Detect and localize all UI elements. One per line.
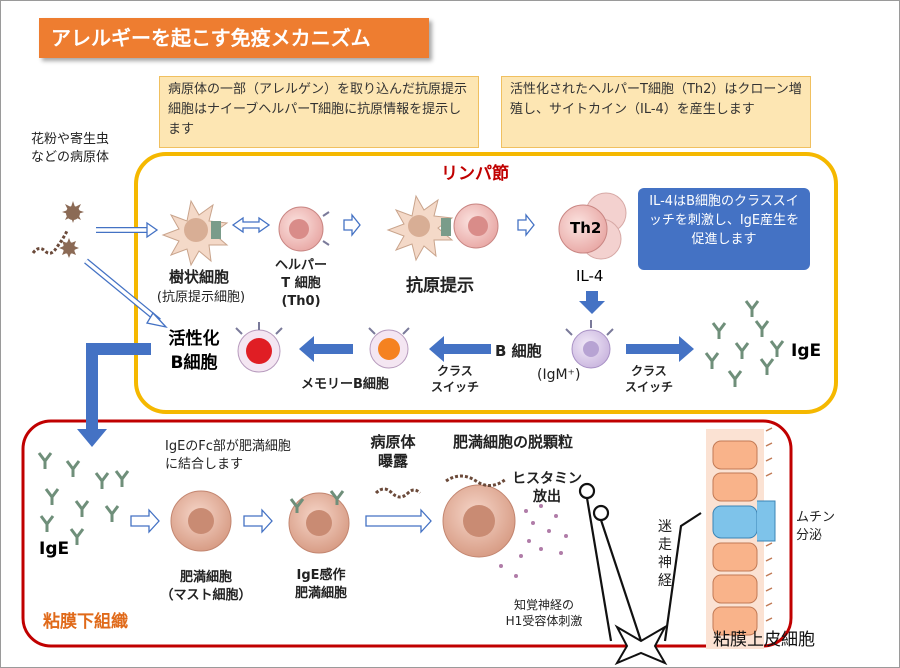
mast-cell-label-2: （マスト細胞） — [160, 588, 252, 603]
mucin-label-2: 分泌 — [796, 528, 823, 543]
th2-label: Th2 — [570, 219, 602, 237]
class-switch-left-2: スイッチ — [431, 380, 480, 394]
mast-cell-icon — [170, 490, 232, 552]
ige-lymph-label: IgE — [791, 341, 822, 361]
th2-clone-cluster-icon — [558, 192, 627, 260]
ige-antibodies-lymph-icon — [704, 300, 785, 387]
pathogen-exposure-icon — [374, 487, 422, 499]
ige-submucosa-label: IgE — [39, 539, 70, 559]
activated-b-label-2: B細胞 — [170, 353, 218, 373]
fc-binding-note-2: に結合します — [165, 457, 244, 472]
dendritic-cell-sublabel: (抗原提示細胞) — [156, 290, 246, 305]
sensory-nerve-label-1: 知覚神経の — [513, 598, 574, 612]
pathogen-label-line1: 花粉や寄生虫 — [31, 132, 110, 147]
arrow-b-to-memory — [429, 336, 491, 362]
helper-t-cell-icon — [278, 206, 330, 252]
submucosa-box — [21, 419, 793, 648]
ige-antibodies-submucosa-icon — [37, 452, 130, 545]
helper-t-label-1: ヘルパー — [274, 258, 327, 273]
sensitized-mast-label-2: 肥満細胞 — [294, 586, 347, 601]
arrow-sensitized-to-degranulation — [365, 508, 432, 534]
b-cell-sublabel: (IgM⁺) — [537, 367, 581, 383]
mucin-label-1: ムチン — [796, 510, 836, 525]
arrow-b-to-ige — [626, 336, 694, 362]
b-cell-label: B 細胞 — [495, 342, 542, 360]
mast-cell-label-1: 肥満細胞 — [179, 570, 232, 585]
double-arrow-dc-th0 — [231, 216, 271, 234]
sensory-nerve-icon — [578, 482, 643, 642]
nerve-junction-icon — [614, 624, 668, 666]
lymph-node-title: リンパ節 — [441, 164, 509, 184]
histamine-label-1: ヒスタミン — [512, 471, 582, 487]
activated-b-cell-icon — [235, 322, 283, 373]
arrow-il4-down — [579, 291, 605, 314]
pathogen-exposure-1: 病原体 — [370, 433, 416, 451]
pathogen-exposure-2: 曝露 — [377, 452, 408, 470]
sensory-nerve-label-2: H1受容体刺激 — [505, 614, 583, 628]
epithelium-column-icon — [706, 427, 776, 649]
lymph-node-box — [134, 152, 838, 414]
sensitized-mast-label-1: IgE感作 — [296, 568, 346, 583]
helper-t-label-2: T 細胞 — [281, 276, 321, 291]
class-switch-left-1: クラス — [437, 364, 473, 378]
page-title: アレルギーを起こす免疫メカニズム — [39, 18, 429, 58]
pathogen-pollen-icon — [59, 201, 84, 258]
note-antigen-presentation: 病原体の一部（アレルゲン）を取り込んだ抗原提示細胞はナイーブヘルパーT細胞に抗原… — [159, 76, 479, 148]
histamine-label-2: 放出 — [533, 489, 561, 505]
vagus-label-4: 経 — [658, 573, 672, 589]
degranulating-mast-cell-icon — [442, 474, 568, 578]
epithelium-label: 粘膜上皮細胞 — [713, 630, 815, 650]
pathogen-label-line2: などの病原体 — [31, 150, 110, 165]
antigen-presentation-label: 抗原提示 — [406, 276, 474, 296]
degranulation-label: 肥満細胞の脱顆粒 — [453, 433, 574, 451]
arrow-ige-to-mast — [130, 508, 160, 534]
arrow-mast-to-sensitized — [243, 508, 273, 534]
helper-t-label-3: (Th0) — [281, 294, 321, 309]
vagus-label-3: 神 — [658, 555, 672, 571]
note-th2-activation: 活性化されたヘルパーT細胞（Th2）はクローン増殖し、サイトカイン（IL-4）を… — [501, 76, 811, 148]
vagus-label-2: 走 — [658, 537, 672, 553]
arrow-presentation-to-th2 — [517, 213, 535, 237]
vagus-nerve-icon — [663, 512, 702, 642]
pathogen-parasite-icon — [31, 230, 69, 255]
class-switch-right-1: クラス — [631, 364, 667, 378]
vagus-label-1: 迷 — [658, 519, 672, 535]
fc-binding-note-1: IgEのFc部が肥満細胞 — [165, 439, 291, 454]
note-il4-class-switch: IL-4はB細胞のクラススイッチを刺激し、IgE産生を促進します — [638, 188, 810, 270]
activated-b-label-1: 活性化 — [168, 329, 220, 349]
arrow-memory-to-activated — [299, 336, 353, 362]
class-switch-right-2: スイッチ — [625, 380, 674, 394]
dendritic-cell-icon — [161, 199, 229, 267]
dendritic-cell-label: 樹状細胞 — [168, 268, 229, 286]
il4-label: IL-4 — [576, 267, 604, 285]
memory-b-cell-icon — [368, 327, 410, 369]
antigen-presentation-icon — [386, 194, 499, 262]
submucosa-title: 粘膜下組織 — [43, 612, 128, 632]
arrow-lymph-to-submucosa — [77, 343, 151, 447]
arrow-th0-to-presentation — [343, 213, 361, 237]
b-cell-icon — [565, 320, 614, 369]
memory-b-label: メモリーB細胞 — [301, 377, 389, 392]
sensitized-mast-cell-icon — [288, 490, 350, 554]
